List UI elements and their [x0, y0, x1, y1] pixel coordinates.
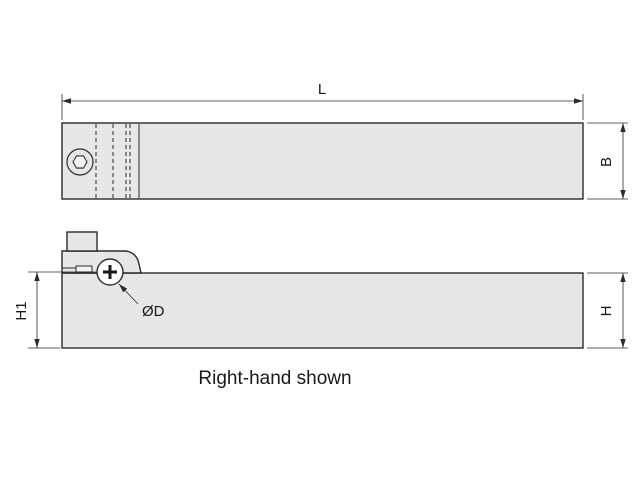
- dimension-d-label: ØD: [142, 303, 165, 320]
- insert: [75, 265, 93, 273]
- clamp-block: [66, 231, 98, 252]
- caption: Right-hand shown: [198, 368, 351, 389]
- dimension-l-label: L: [318, 81, 326, 98]
- side-view-body: [61, 272, 584, 349]
- dimension-b: B: [587, 122, 628, 200]
- top-view: [61, 122, 584, 200]
- dimension-l: L: [61, 81, 584, 120]
- top-view-body: [61, 122, 584, 200]
- socket-screw-icon: [66, 148, 94, 176]
- dimension-b-label: B: [598, 157, 615, 167]
- dimension-h: H: [587, 272, 628, 349]
- dimension-d: ØD: [118, 283, 165, 320]
- pivot-hole-icon: [96, 258, 124, 286]
- side-view: [61, 231, 584, 349]
- dimension-h1-label: H1: [13, 301, 30, 320]
- dimension-h1: H1: [13, 271, 96, 349]
- dimension-h-label: H: [598, 306, 615, 317]
